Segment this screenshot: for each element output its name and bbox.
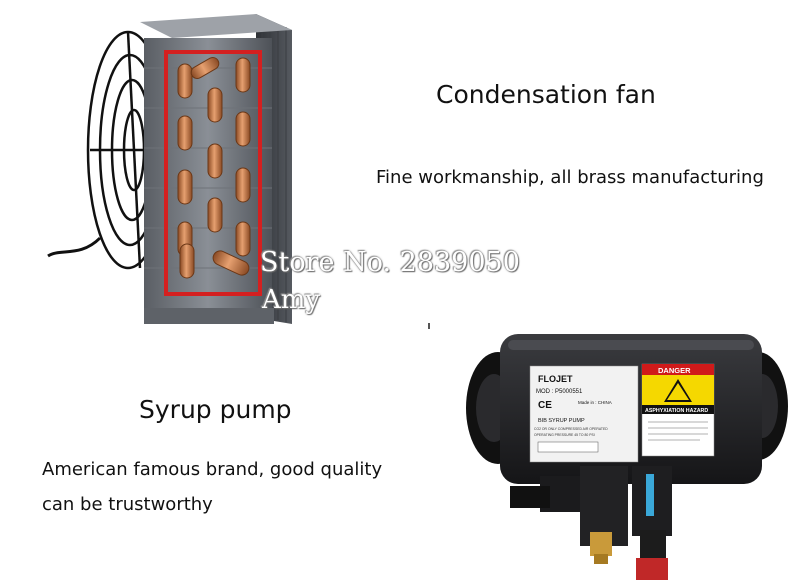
- pump-product: BIB SYRUP PUMP: [538, 418, 585, 424]
- syrup-pump-image: FLOJET MOD : P5000551 CE Made in : CHINA…: [466, 334, 788, 580]
- pump-made-in: Made in : CHINA: [578, 400, 612, 405]
- pump-model: MOD : P5000551: [536, 389, 583, 395]
- syrup-pump-description-line1: American famous brand, good quality: [42, 459, 383, 480]
- stray-mark: [428, 323, 430, 329]
- condensation-fan-description: Fine workmanship, all brass manufacturin…: [376, 167, 764, 188]
- highlight-frame: [164, 50, 262, 296]
- syrup-pump-title: Syrup pump: [139, 395, 292, 424]
- pump-label: FLOJET MOD : P5000551 CE Made in : CHINA…: [529, 365, 639, 463]
- danger-label: DANGER ASPHYXIATION HAZARD: [641, 363, 715, 457]
- hazard-text: ASPHYXIATION HAZARD: [645, 408, 708, 414]
- condensation-fan-title: Condensation fan: [436, 80, 656, 109]
- syrup-pump-description-line2: can be trustworthy: [42, 494, 213, 515]
- watermark-store: Store No. 2839050: [260, 247, 520, 278]
- watermark-name: Amy: [262, 285, 321, 315]
- danger-text: DANGER: [658, 366, 691, 375]
- condenser-image: [47, 14, 292, 324]
- copper-tubes: [177, 57, 251, 279]
- pump-warning: CO2 OR ONLY COMPRESSED AIR OPERATED: [534, 427, 608, 431]
- pump-ce: CE: [538, 400, 552, 411]
- pump-brand: FLOJET: [538, 374, 573, 384]
- pump-pressure: OPERATING PRESSURE 45 TO 80 PSI: [534, 433, 595, 437]
